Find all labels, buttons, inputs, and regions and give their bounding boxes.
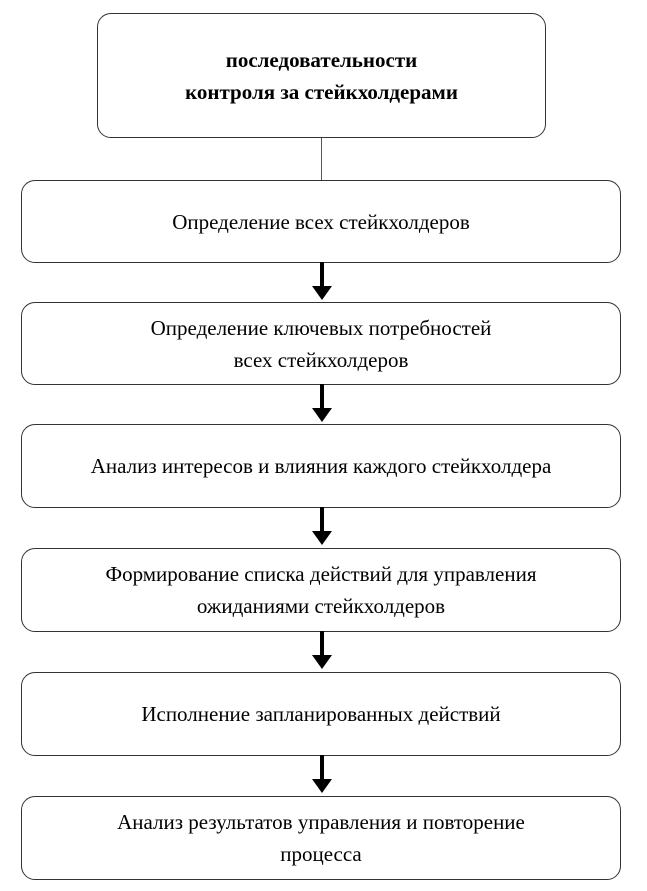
arrow-down-icon	[310, 631, 334, 671]
step-label-1: Определение всех стейкхолдеров	[172, 209, 470, 234]
diagram-title-box: последовательности контроля за стейкхолд…	[97, 13, 546, 138]
step-label-4: Формирование списка действий для управле…	[105, 562, 537, 618]
step-label-6: Анализ результатов управления и повторен…	[117, 810, 525, 866]
step-box-6: Анализ результатов управления и повторен…	[21, 796, 621, 880]
arrow-down-icon	[310, 262, 334, 302]
arrow-down-icon	[310, 755, 334, 795]
step-box-1: Определение всех стейкхолдеров	[21, 180, 621, 263]
step-box-4: Формирование списка действий для управле…	[21, 548, 621, 632]
step-box-3: Анализ интересов и влияния каждого стейк…	[21, 424, 621, 508]
step-box-5: Исполнение запланированных действий	[21, 672, 621, 756]
diagram-title: последовательности контроля за стейкхолд…	[185, 47, 458, 104]
title-connector-line	[321, 138, 322, 180]
arrow-down-icon	[310, 507, 334, 547]
step-label-3: Анализ интересов и влияния каждого стейк…	[90, 454, 552, 478]
arrow-down-icon	[310, 384, 334, 424]
step-label-5: Исполнение запланированных действий	[141, 702, 501, 726]
step-box-2: Определение ключевых потребностей всех с…	[21, 302, 621, 385]
step-label-2: Определение ключевых потребностей всех с…	[150, 315, 492, 372]
